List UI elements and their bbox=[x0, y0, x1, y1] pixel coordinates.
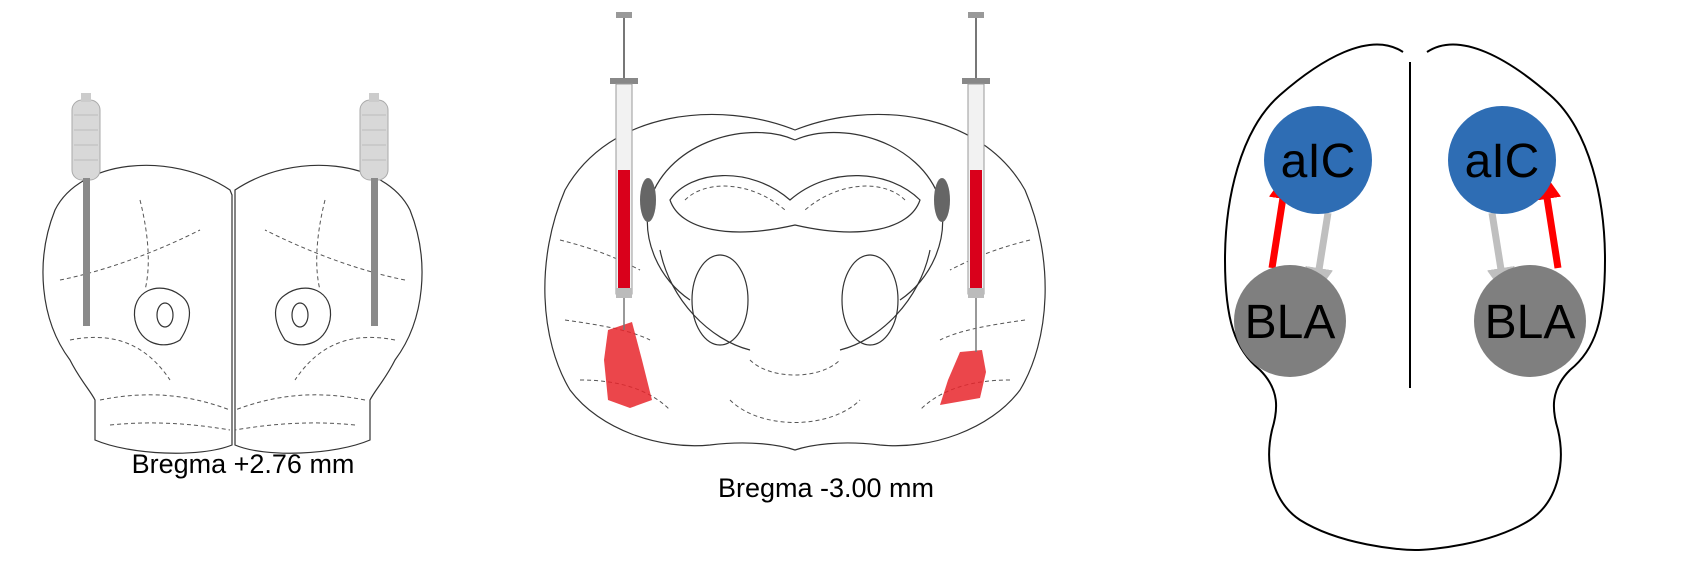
right-bla-infusion bbox=[940, 350, 986, 405]
node-aic-right-label: aIC bbox=[1465, 135, 1540, 188]
node-aic-right: aIC bbox=[1448, 106, 1556, 214]
anterior-caption: Bregma +2.76 mm bbox=[132, 449, 355, 479]
right-cannula-icon bbox=[360, 93, 388, 326]
left-aic-to-bla-arrow bbox=[1317, 213, 1328, 282]
anterior-brain-section bbox=[43, 165, 422, 453]
node-bla-left: BLA bbox=[1234, 265, 1346, 377]
node-aic-left-label: aIC bbox=[1281, 135, 1356, 188]
node-bla-left-label: BLA bbox=[1245, 296, 1336, 349]
posterior-section-panel: Bregma -3.00 mm bbox=[520, 0, 1080, 577]
right-aic-to-bla-arrow bbox=[1492, 213, 1503, 282]
node-bla-right-label: BLA bbox=[1485, 296, 1576, 349]
left-syringe-icon bbox=[610, 12, 638, 330]
left-cannula-icon bbox=[72, 93, 100, 326]
circuit-schematic-panel: aIC aIC BLA BLA bbox=[1200, 0, 1691, 577]
right-syringe-icon bbox=[962, 12, 990, 352]
anterior-section-panel: Bregma +2.76 mm bbox=[0, 0, 470, 577]
posterior-caption: Bregma -3.00 mm bbox=[718, 473, 934, 503]
right-bla-to-aic-arrow bbox=[1545, 185, 1558, 268]
left-bla-infusion bbox=[604, 322, 652, 408]
node-aic-left: aIC bbox=[1264, 106, 1372, 214]
node-bla-right: BLA bbox=[1474, 265, 1586, 377]
